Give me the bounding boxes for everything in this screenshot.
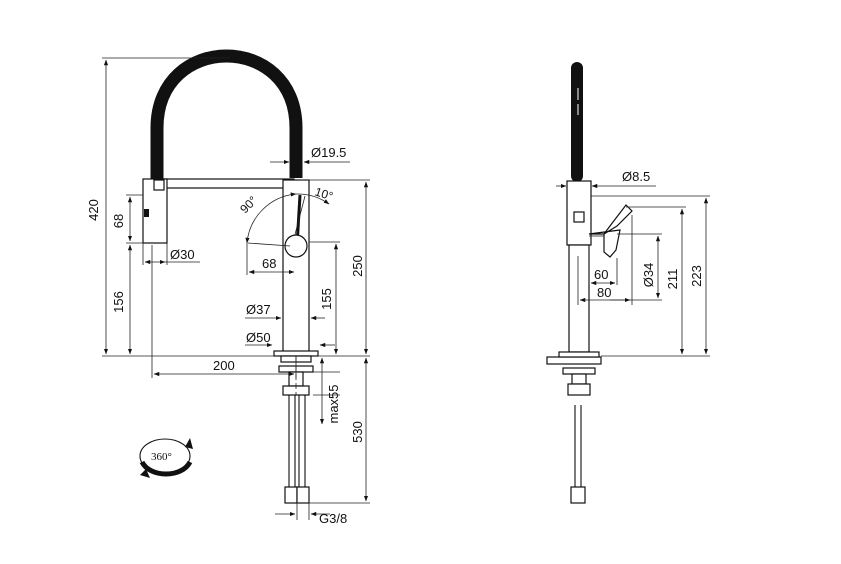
dim-50: Ø50 xyxy=(246,330,271,345)
lever-tilt-arc xyxy=(295,193,330,205)
side-head xyxy=(566,180,592,246)
dim-max55: max55 xyxy=(326,384,341,423)
faucet-body xyxy=(282,179,310,353)
angle-90: 90° xyxy=(237,193,260,216)
side-base-nut xyxy=(562,367,596,375)
hose-ferrule-left xyxy=(284,486,298,504)
dim-223: 223 xyxy=(689,265,704,287)
angle-10: 10° xyxy=(313,185,335,204)
dim-250: 250 xyxy=(350,255,365,277)
dim-211: 211 xyxy=(665,269,680,290)
dim-19-5: Ø19.5 xyxy=(311,145,346,160)
front-view: 420 68 156 Ø19.5 Ø30 68 90° 10° Ø37 xyxy=(86,49,370,526)
spray-head-clip xyxy=(153,179,165,191)
side-base-plate xyxy=(546,356,602,365)
lever-swing-arc xyxy=(245,192,297,244)
dim-155: 155 xyxy=(319,288,334,310)
side-body xyxy=(568,244,590,353)
dim-60: 60 xyxy=(594,267,608,282)
dim-200: 200 xyxy=(213,358,235,373)
spray-head-nozzle xyxy=(144,209,149,217)
dim-156: 156 xyxy=(111,291,126,313)
dim-530: 530 xyxy=(350,421,365,443)
side-head-button xyxy=(573,211,585,223)
lever-rest-line xyxy=(247,242,291,247)
dim-68-head: 68 xyxy=(111,214,126,228)
side-base-flange xyxy=(558,351,600,358)
dim-34: Ø34 xyxy=(641,263,656,288)
rotation-360-icon: 360° xyxy=(139,438,193,478)
side-hose-ferrule xyxy=(570,486,586,504)
side-lever xyxy=(588,204,633,258)
dim-37: Ø37 xyxy=(246,302,271,317)
hose-ferrule-right xyxy=(296,486,310,504)
hose-arc xyxy=(150,49,303,182)
dim-8-5: Ø8.5 xyxy=(622,169,650,184)
dim-80: 80 xyxy=(597,285,611,300)
dim-g38: G3/8 xyxy=(319,511,347,526)
side-base-nut-2 xyxy=(567,383,591,396)
spray-arm xyxy=(157,178,295,189)
side-base-rod xyxy=(571,373,587,385)
dim-68-lever: 68 xyxy=(262,256,276,271)
side-view: Ø8.5 223 211 Ø34 60 80 xyxy=(546,62,710,504)
rotation-360-label: 360° xyxy=(151,451,172,463)
dim-420: 420 xyxy=(86,199,101,221)
dim-30: Ø30 xyxy=(170,247,195,262)
base-plate xyxy=(273,350,319,357)
side-hose xyxy=(571,62,583,182)
